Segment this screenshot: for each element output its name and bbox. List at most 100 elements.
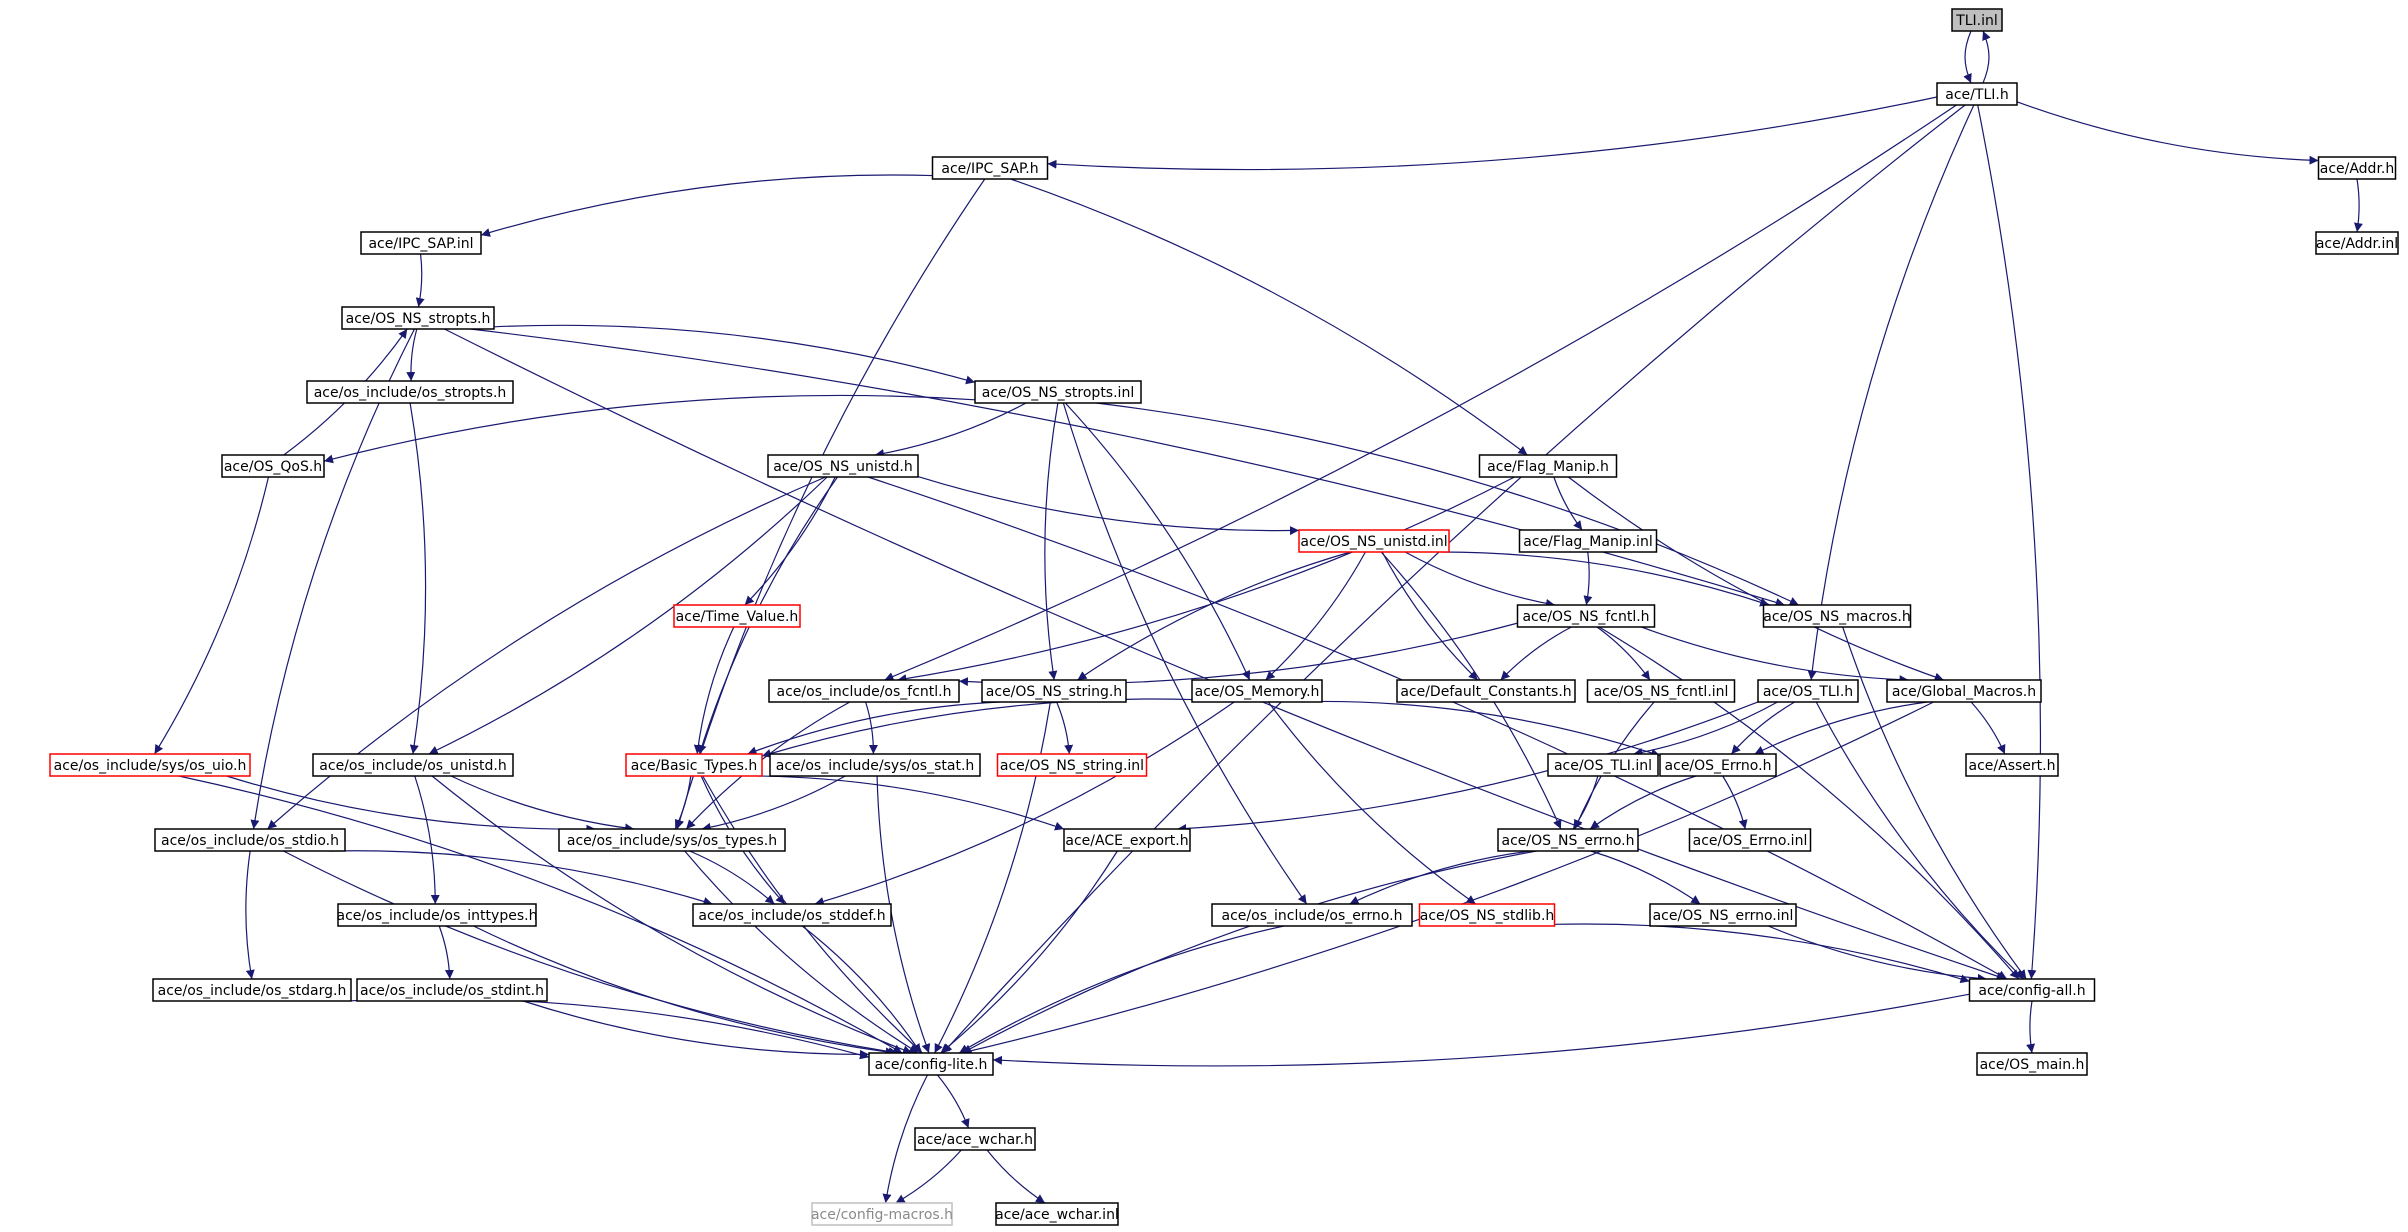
edge-flag-manip-h-to-flag-manip-inl <box>1553 476 1583 531</box>
node-box <box>1191 679 1323 703</box>
node-os-include-os-fcntl-h[interactable]: ace/os_include/os_fcntl.h <box>768 679 960 703</box>
edge-ipc-sap-h-to-flag-manip-h <box>1010 178 1528 456</box>
node-basic-types-h[interactable]: ace/Basic_Types.h <box>625 753 763 777</box>
node-os-ns-stropts-inl[interactable]: ace/OS_NS_stropts.inl <box>974 380 1142 404</box>
node-label: ace/TLI.h <box>1945 87 2008 103</box>
edge-os-ns-errno-h-to-os-include-os-errno-h <box>1349 850 1531 905</box>
node-ipc-sap-h[interactable]: ace/IPC_SAP.h <box>931 156 1049 180</box>
edge-flag-manip-inl-to-os-ns-fcntl-h <box>1583 551 1593 606</box>
node-label: ace/Time_Value.h <box>676 609 799 625</box>
node-default-constants-h[interactable]: ace/Default_Constants.h <box>1396 679 1576 703</box>
node-time-value-h[interactable]: ace/Time_Value.h <box>673 604 801 628</box>
node-label: ace/OS_NS_stropts.inl <box>982 385 1134 401</box>
node-config-lite-h[interactable]: ace/config-lite.h <box>868 1052 994 1076</box>
node-os-ns-unistd-inl[interactable]: ace/OS_NS_unistd.inl <box>1298 529 1450 553</box>
edge-os-include-sys-os-stat-h-to-os-include-sys-os-types-h <box>701 775 846 832</box>
node-os-memory-h[interactable]: ace/OS_Memory.h <box>1191 679 1323 703</box>
node-label: ace/OS_TLI.h <box>1763 684 1853 700</box>
node-label: ace/OS_NS_stdlib.h <box>1420 908 1555 924</box>
node-config-all-h[interactable]: ace/config-all.h <box>1968 978 2096 1002</box>
node-box <box>1396 679 1576 703</box>
node-box <box>914 1127 1036 1151</box>
node-label: ace/Basic_Types.h <box>631 758 757 774</box>
node-label: ace/OS_Memory.h <box>1195 684 1320 700</box>
edge-os-ns-stropts-h-to-os-include-os-stropts-h <box>406 328 418 382</box>
edge-os-include-os-stdarg-h-to-config-lite-h <box>350 998 870 1060</box>
edge-os-ns-unistd-inl-to-os-ns-macros-h <box>1441 551 1770 607</box>
edge-os-include-sys-os-uio-h-to-os-include-sys-os-types-h <box>226 775 596 834</box>
edge-ipc-sap-h-to-ipc-sap-inl <box>480 174 933 237</box>
node-label: ace/os_include/os_inttypes.h <box>337 908 538 924</box>
node-os-ns-string-h[interactable]: ace/OS_NS_string.h <box>981 679 1127 703</box>
node-os-errno-h[interactable]: ace/OS_Errno.h <box>1659 753 1777 777</box>
node-os-tli-h[interactable]: ace/OS_TLI.h <box>1757 679 1859 703</box>
node-label: ace/Flag_Manip.inl <box>1523 534 1652 550</box>
edge-os-ns-stropts-inl-to-os-memory-h <box>1064 402 1251 681</box>
node-global-macros-h[interactable]: ace/Global_Macros.h <box>1886 679 2042 703</box>
node-tli-h[interactable]: ace/TLI.h <box>1936 82 2018 106</box>
node-label: ace/Flag_Manip.h <box>1487 459 1609 475</box>
node-ace-wchar-inl[interactable]: ace/ace_wchar.inl <box>995 1202 1119 1226</box>
node-box <box>337 903 537 927</box>
node-os-ns-errno-h[interactable]: ace/OS_NS_errno.h <box>1497 828 1639 852</box>
node-flag-manip-inl[interactable]: ace/Flag_Manip.inl <box>1518 529 1658 553</box>
node-label: ace/OS_Errno.h <box>1665 758 1772 774</box>
edge-os-errno-h-to-os-errno-inl <box>1722 775 1748 830</box>
node-label: ace/IPC_SAP.inl <box>368 236 473 252</box>
node-os-include-sys-os-uio-h[interactable]: ace/os_include/sys/os_uio.h <box>49 753 251 777</box>
node-box <box>2317 156 2397 180</box>
node-os-ns-unistd-h[interactable]: ace/OS_NS_unistd.h <box>767 454 919 478</box>
node-label: ace/ACE_export.h <box>1065 833 1188 849</box>
node-os-main-h[interactable]: ace/OS_main.h <box>1976 1052 2088 1076</box>
edge-os-include-sys-os-types-h-to-os-include-os-stddef-h <box>689 850 775 905</box>
node-label: ace/OS_NS_string.h <box>986 684 1122 700</box>
node-addr-h[interactable]: ace/Addr.h <box>2317 156 2397 180</box>
node-os-qos-h[interactable]: ace/OS_QoS.h <box>221 454 325 478</box>
node-assert-h[interactable]: ace/Assert.h <box>1965 753 2059 777</box>
node-os-include-os-errno-h[interactable]: ace/os_include/os_errno.h <box>1211 903 1413 927</box>
node-os-include-sys-os-types-h[interactable]: ace/os_include/sys/os_types.h <box>558 828 786 852</box>
node-os-include-os-stdio-h[interactable]: ace/os_include/os_stdio.h <box>154 828 346 852</box>
node-box <box>996 753 1148 777</box>
node-config-macros-h: ace/config-macros.h <box>811 1202 953 1226</box>
node-box <box>356 978 548 1002</box>
node-os-ns-errno-inl[interactable]: ace/OS_NS_errno.inl <box>1649 903 1797 927</box>
node-os-include-os-stddef-h[interactable]: ace/os_include/os_stddef.h <box>692 903 892 927</box>
edge-os-ns-unistd-h-to-os-include-os-unistd-h <box>428 476 828 755</box>
edge-os-tli-h-to-ace-export-h <box>1177 701 1759 833</box>
node-os-include-os-stdint-h[interactable]: ace/os_include/os_stdint.h <box>356 978 548 1002</box>
edge-os-ns-string-h-to-basic-types-h <box>747 701 1001 756</box>
node-box <box>1951 8 2003 32</box>
edge-os-ns-stropts-inl-to-os-ns-string-h <box>1044 402 1059 681</box>
node-os-include-sys-os-stat-h[interactable]: ace/os_include/sys/os_stat.h <box>769 753 981 777</box>
edge-tli-h-to-ipc-sap-h <box>1047 96 1938 171</box>
edge-ace-export-h-to-config-lite-h <box>940 850 1118 1054</box>
node-label: ace/config-macros.h <box>811 1207 953 1223</box>
edge-tli-h-to-config-all-h <box>1977 104 2042 980</box>
node-label: ace/IPC_SAP.h <box>941 161 1038 177</box>
node-os-tli-inl[interactable]: ace/OS_TLI.inl <box>1547 753 1659 777</box>
edge-flag-manip-h-to-global-macros-h <box>1567 476 1944 682</box>
node-ace-wchar-h[interactable]: ace/ace_wchar.h <box>914 1127 1036 1151</box>
node-os-ns-stropts-h[interactable]: ace/OS_NS_stropts.h <box>341 306 495 330</box>
node-flag-manip-h[interactable]: ace/Flag_Manip.h <box>1478 454 1618 478</box>
node-box <box>1976 1052 2088 1076</box>
node-os-ns-fcntl-inl[interactable]: ace/OS_NS_fcntl.inl <box>1586 679 1736 703</box>
node-os-ns-fcntl-h[interactable]: ace/OS_NS_fcntl.h <box>1516 604 1656 628</box>
node-os-include-os-stdarg-h[interactable]: ace/os_include/os_stdarg.h <box>152 978 352 1002</box>
node-ipc-sap-inl[interactable]: ace/IPC_SAP.inl <box>360 231 482 255</box>
node-os-ns-stdlib-h[interactable]: ace/OS_NS_stdlib.h <box>1418 903 1556 927</box>
node-os-ns-string-inl[interactable]: ace/OS_NS_string.inl <box>996 753 1148 777</box>
node-box <box>974 380 1142 404</box>
edge-os-include-os-unistd-h-to-os-include-sys-os-types-h <box>450 775 635 833</box>
node-ace-export-h[interactable]: ace/ACE_export.h <box>1063 828 1191 852</box>
node-addr-inl[interactable]: ace/Addr.inl <box>2315 231 2399 255</box>
node-os-include-os-inttypes-h[interactable]: ace/os_include/os_inttypes.h <box>337 903 538 927</box>
node-os-include-os-unistd-h[interactable]: ace/os_include/os_unistd.h <box>312 753 514 777</box>
node-box <box>306 380 514 404</box>
node-os-include-os-stropts-h[interactable]: ace/os_include/os_stropts.h <box>306 380 514 404</box>
edge-os-ns-string-h-to-config-lite-h <box>934 701 1051 1054</box>
node-os-ns-macros-h[interactable]: ace/OS_NS_macros.h <box>1762 604 1912 628</box>
node-os-errno-inl[interactable]: ace/OS_Errno.inl <box>1688 828 1812 852</box>
